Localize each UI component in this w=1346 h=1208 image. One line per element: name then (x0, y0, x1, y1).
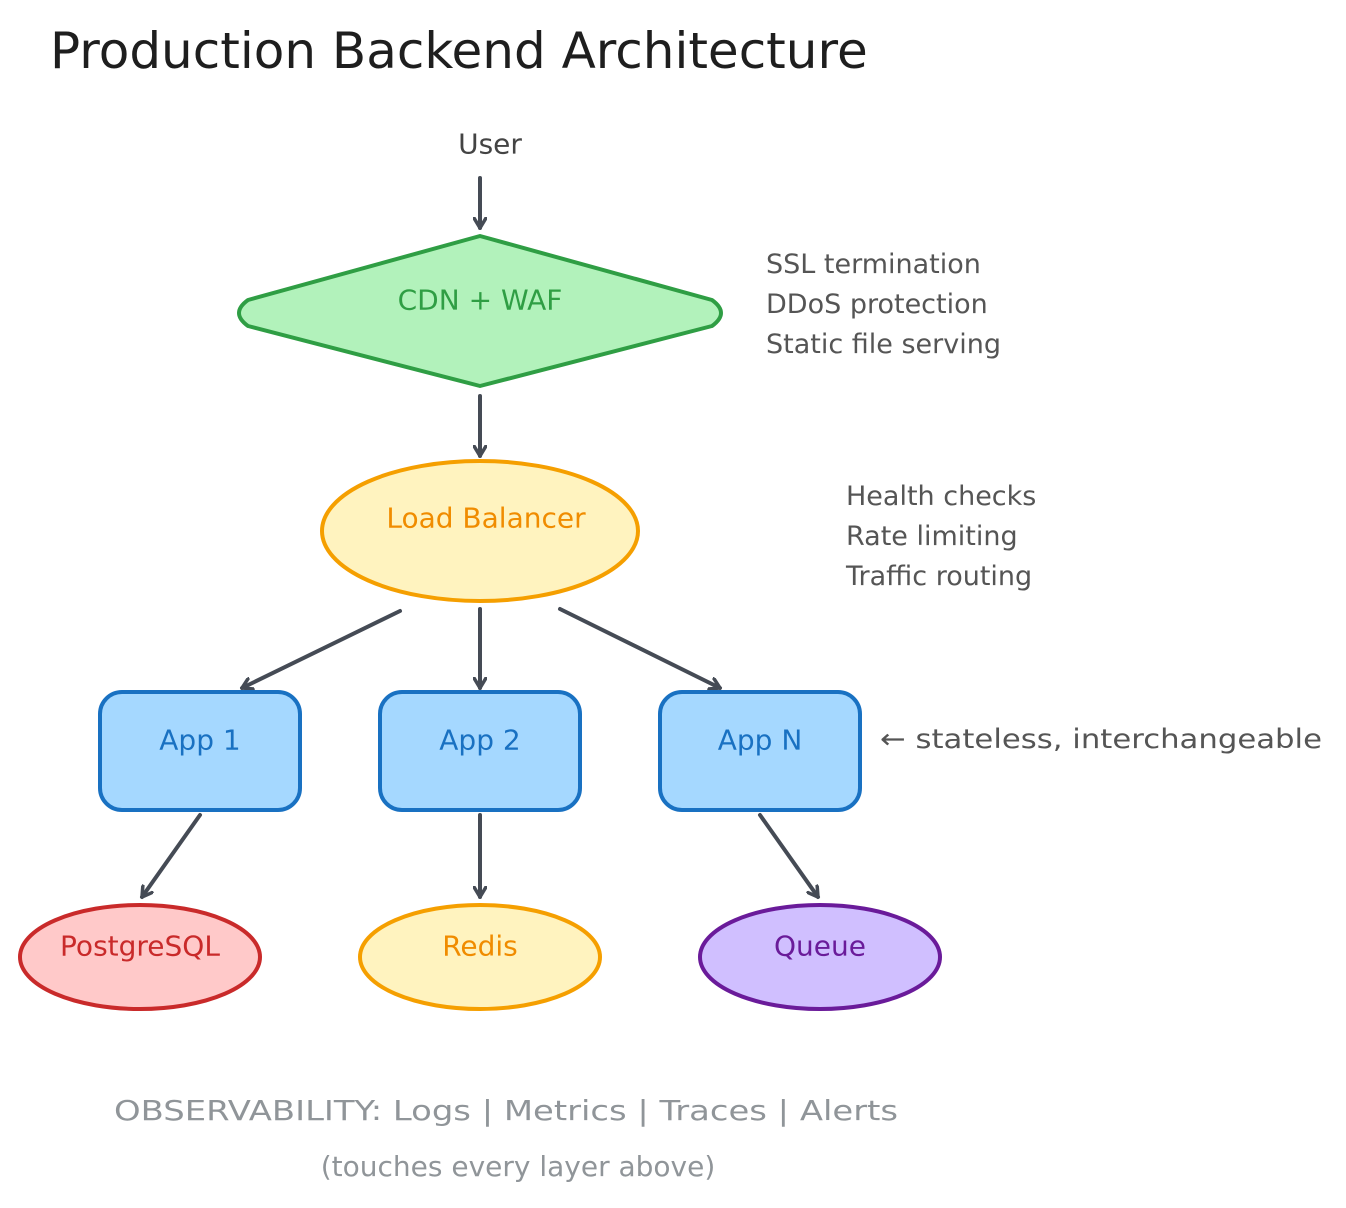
observability-footer: OBSERVABILITY: Logs | Metrics | Traces |… (114, 1094, 898, 1127)
lb-note-line: Rate limiting (846, 521, 1018, 552)
edges (140, 176, 820, 899)
cdn-notes: SSL termination DDoS protection Static f… (766, 249, 1001, 360)
lb-note-line: Health checks (846, 481, 1036, 512)
load-balancer-label: Load Balancer (386, 502, 586, 535)
arrow-app1-postgres (140, 813, 202, 899)
cdn-waf-node[interactable]: CDN + WAF (237, 234, 723, 388)
user-label: User (458, 128, 522, 161)
app-1-node[interactable]: App 1 (98, 690, 302, 812)
cdn-waf-diamond (237, 234, 723, 388)
redis-label: Redis (442, 930, 518, 963)
app-2-label: App 2 (439, 724, 520, 757)
cdn-note-line: SSL termination (766, 249, 981, 280)
postgresql-node[interactable]: PostgreSQL (18, 903, 262, 1011)
lb-notes: Health checks Rate limiting Traffic rout… (845, 481, 1036, 592)
load-balancer-node[interactable]: Load Balancer (320, 459, 640, 603)
lb-note-line: Traffic routing (845, 561, 1032, 592)
postgresql-ellipse (18, 903, 262, 1011)
arrow-appn-queue (758, 813, 820, 899)
queue-node[interactable]: Queue (698, 903, 942, 1011)
cdn-waf-label: CDN + WAF (398, 284, 563, 317)
app-1-box (98, 690, 302, 812)
cdn-note-line: Static file serving (766, 329, 1001, 360)
app-1-label: App 1 (159, 724, 240, 757)
cdn-note-line: DDoS protection (766, 289, 988, 320)
redis-ellipse (358, 903, 602, 1011)
queue-ellipse (698, 903, 942, 1011)
apps-note: ← stateless, interchangeable (880, 724, 1322, 755)
app-n-label: App N (718, 724, 803, 757)
diagram-title: Production Backend Architecture (50, 22, 868, 80)
arrow-lb-app1 (240, 609, 402, 688)
app-2-box (378, 690, 582, 812)
postgresql-label: PostgreSQL (60, 930, 220, 963)
app-n-box (658, 690, 862, 812)
queue-label: Queue (774, 930, 866, 963)
load-balancer-ellipse (320, 459, 640, 603)
arrow-lb-appn (558, 607, 722, 688)
redis-node[interactable]: Redis (358, 903, 602, 1011)
app-n-node[interactable]: App N (658, 690, 862, 812)
app-2-node[interactable]: App 2 (378, 690, 582, 812)
observability-subtitle: (touches every layer above) (321, 1150, 716, 1183)
